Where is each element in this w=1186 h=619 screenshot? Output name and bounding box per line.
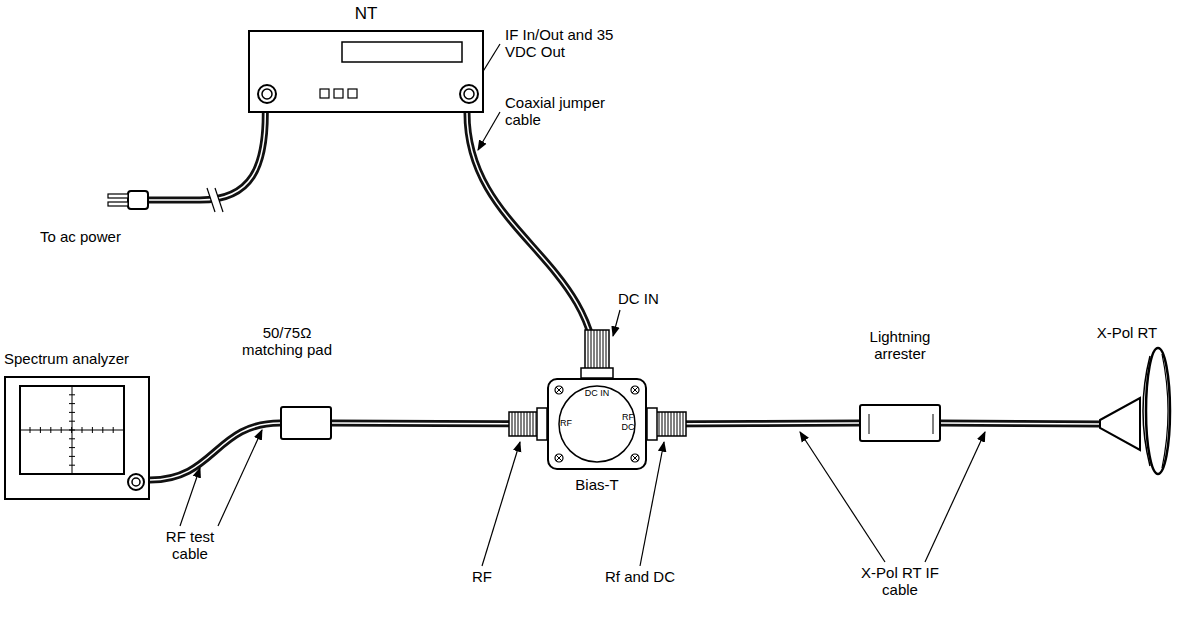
callout-label: IF In/Out and 35 VDC Out [505, 26, 617, 61]
cable-group [467, 113, 597, 378]
unit-label: NT [248, 4, 484, 24]
part-label: X-Pol RT [1072, 324, 1182, 341]
x-pol-rt: X-Pol RT [1072, 322, 1182, 480]
leader-lines [180, 44, 985, 566]
antenna-dish [1100, 346, 1178, 476]
cable-highlight [150, 423, 280, 480]
port-label: RF DC [617, 412, 639, 433]
terminal-housing-art [250, 32, 482, 111]
callout-label: To ac power [40, 228, 160, 245]
port-label: RF [560, 418, 582, 428]
port-label: DC IN [567, 388, 627, 398]
callout-label: Coaxial jumper cable [505, 94, 617, 129]
callout-label: DC IN [618, 290, 678, 307]
spectrum-analyzer: Spectrum analyzer [4, 348, 176, 502]
bias-tee: Bias-T DC IN RF RF DC [505, 326, 690, 502]
arrester-body [859, 404, 941, 442]
antenna-dish-art [1100, 346, 1178, 476]
part-label: Bias-T [547, 476, 647, 493]
analyzer-housing [4, 376, 150, 500]
unit-label: Spectrum analyzer [4, 350, 176, 367]
cable-group [941, 423, 1100, 424]
cable-group [150, 423, 280, 480]
coax-cable [150, 423, 280, 480]
callout-label: Rf and DC [595, 568, 685, 585]
arrester-body-art [861, 406, 939, 440]
callout-label: RF [460, 568, 504, 585]
coax-cable [467, 113, 597, 378]
callout-label: RF test cable [150, 528, 230, 563]
matching-pad: 50/75Ω matching pad [232, 322, 342, 442]
network-terminal: NT [248, 2, 484, 114]
lightning-arrester: Lightning arrester [845, 326, 955, 446]
coax-cable [941, 423, 1100, 424]
cable-highlight [467, 113, 597, 378]
plug [108, 191, 148, 209]
cable-highlight [941, 423, 1100, 424]
pad-body [280, 406, 332, 440]
analyzer-housing-art [6, 378, 148, 498]
terminal-housing [248, 30, 484, 113]
power-cord [148, 100, 265, 212]
part-label: Lightning arrester [845, 328, 955, 363]
callout-label: X-Pol RT IF cable [850, 564, 950, 599]
part-label: 50/75Ω matching pad [237, 324, 337, 359]
